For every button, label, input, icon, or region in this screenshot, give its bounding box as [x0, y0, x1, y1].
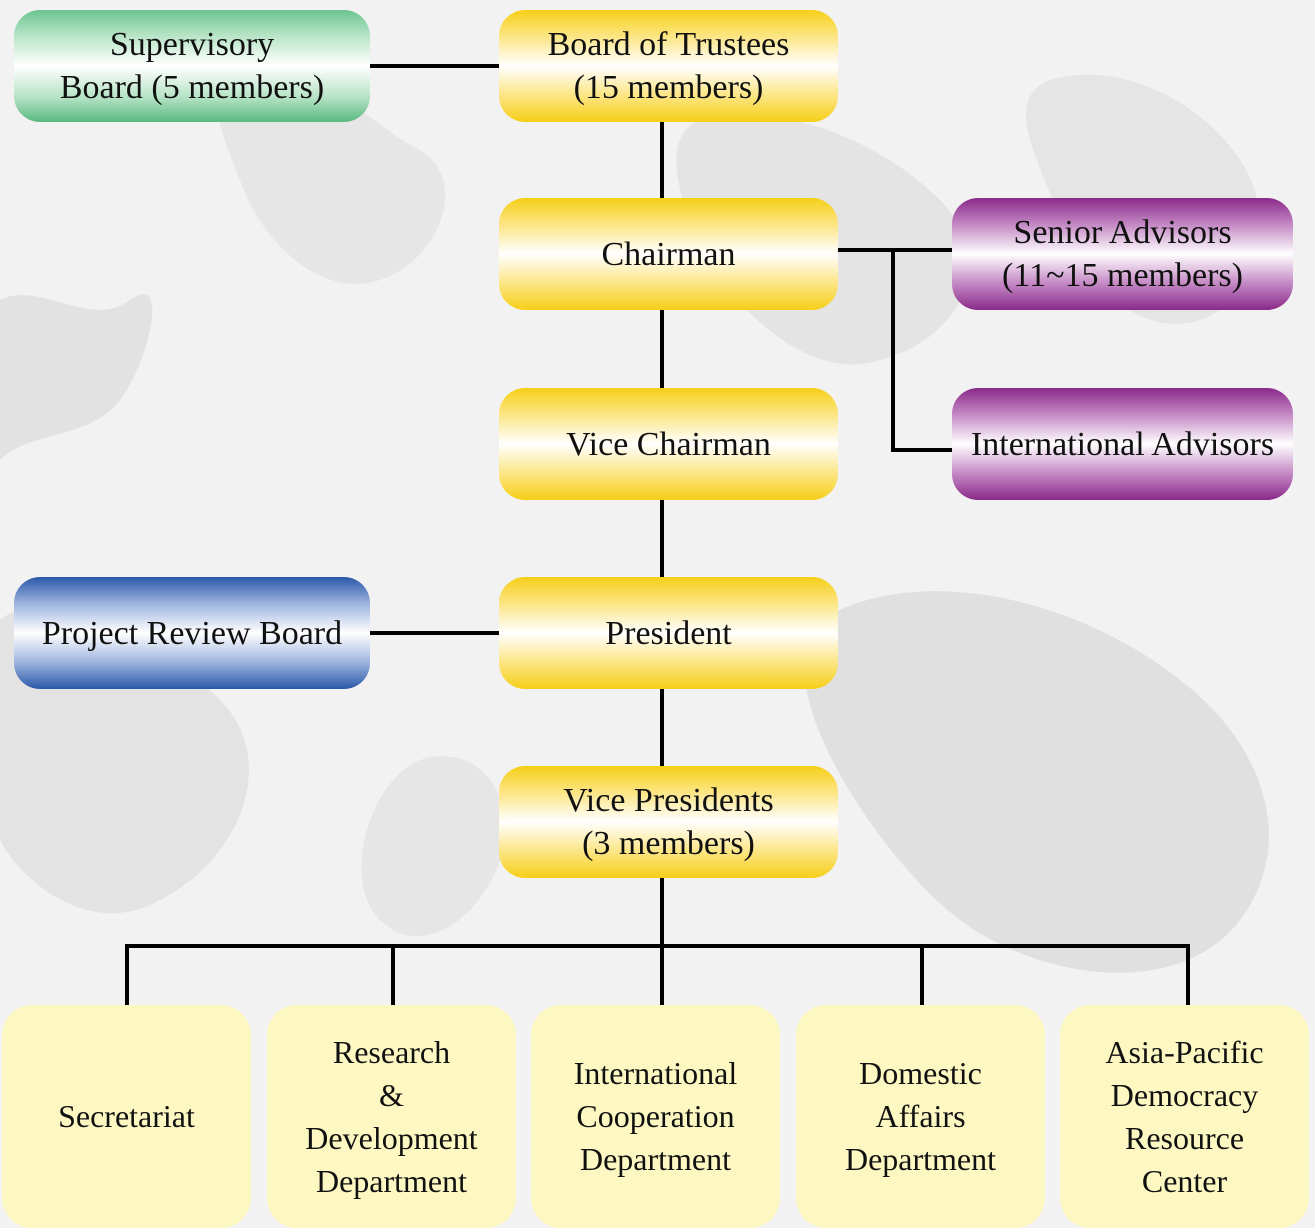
department-label: Research & Development Department	[305, 1033, 478, 1199]
department-label: Secretariat	[58, 1098, 195, 1134]
international-advisors-box: International Advisors	[952, 388, 1293, 500]
project-review-board-label: Project Review Board	[41, 614, 343, 652]
department-domestic-affairs: Domestic Affairs Department	[796, 1005, 1045, 1228]
department-apdrc: Asia-Pacific Democracy Resource Center	[1060, 1005, 1309, 1228]
department-secretariat: Secretariat	[2, 1005, 251, 1228]
department-research-development: Research & Development Department	[267, 1005, 516, 1228]
senior-advisors-box: Senior Advisors (11~15 members)	[952, 198, 1293, 310]
department-label: Domestic Affairs Department	[844, 1055, 997, 1177]
vice-chairman-label: Vice Chairman	[566, 425, 771, 463]
supervisory-board-box: Supervisory Board (5 members)	[14, 10, 370, 122]
connector-intl-advisors	[891, 248, 954, 452]
president-label: President	[605, 614, 732, 652]
board-of-trustees-box: Board of Trustees (15 members)	[499, 10, 838, 122]
department-international-cooperation: International Cooperation Department	[531, 1005, 780, 1228]
department-label: Asia-Pacific Democracy Resource Center	[1105, 1033, 1264, 1199]
chairman-box: Chairman	[499, 198, 838, 310]
senior-advisors-label: Senior Advisors (11~15 members)	[1002, 214, 1243, 294]
board-of-trustees-label: Board of Trustees (15 members)	[547, 26, 790, 106]
department-label: International Cooperation Department	[573, 1055, 738, 1177]
president-box: President	[499, 577, 838, 689]
project-review-board-box: Project Review Board	[14, 577, 370, 689]
supervisory-board-label: Supervisory Board (5 members)	[59, 26, 325, 106]
vice-chairman-box: Vice Chairman	[499, 388, 838, 500]
chairman-label: Chairman	[601, 235, 736, 273]
vice-presidents-label: Vice Presidents (3 members)	[563, 782, 774, 862]
vice-presidents-box: Vice Presidents (3 members)	[499, 766, 838, 878]
international-advisors-label: International Advisors	[970, 425, 1275, 463]
